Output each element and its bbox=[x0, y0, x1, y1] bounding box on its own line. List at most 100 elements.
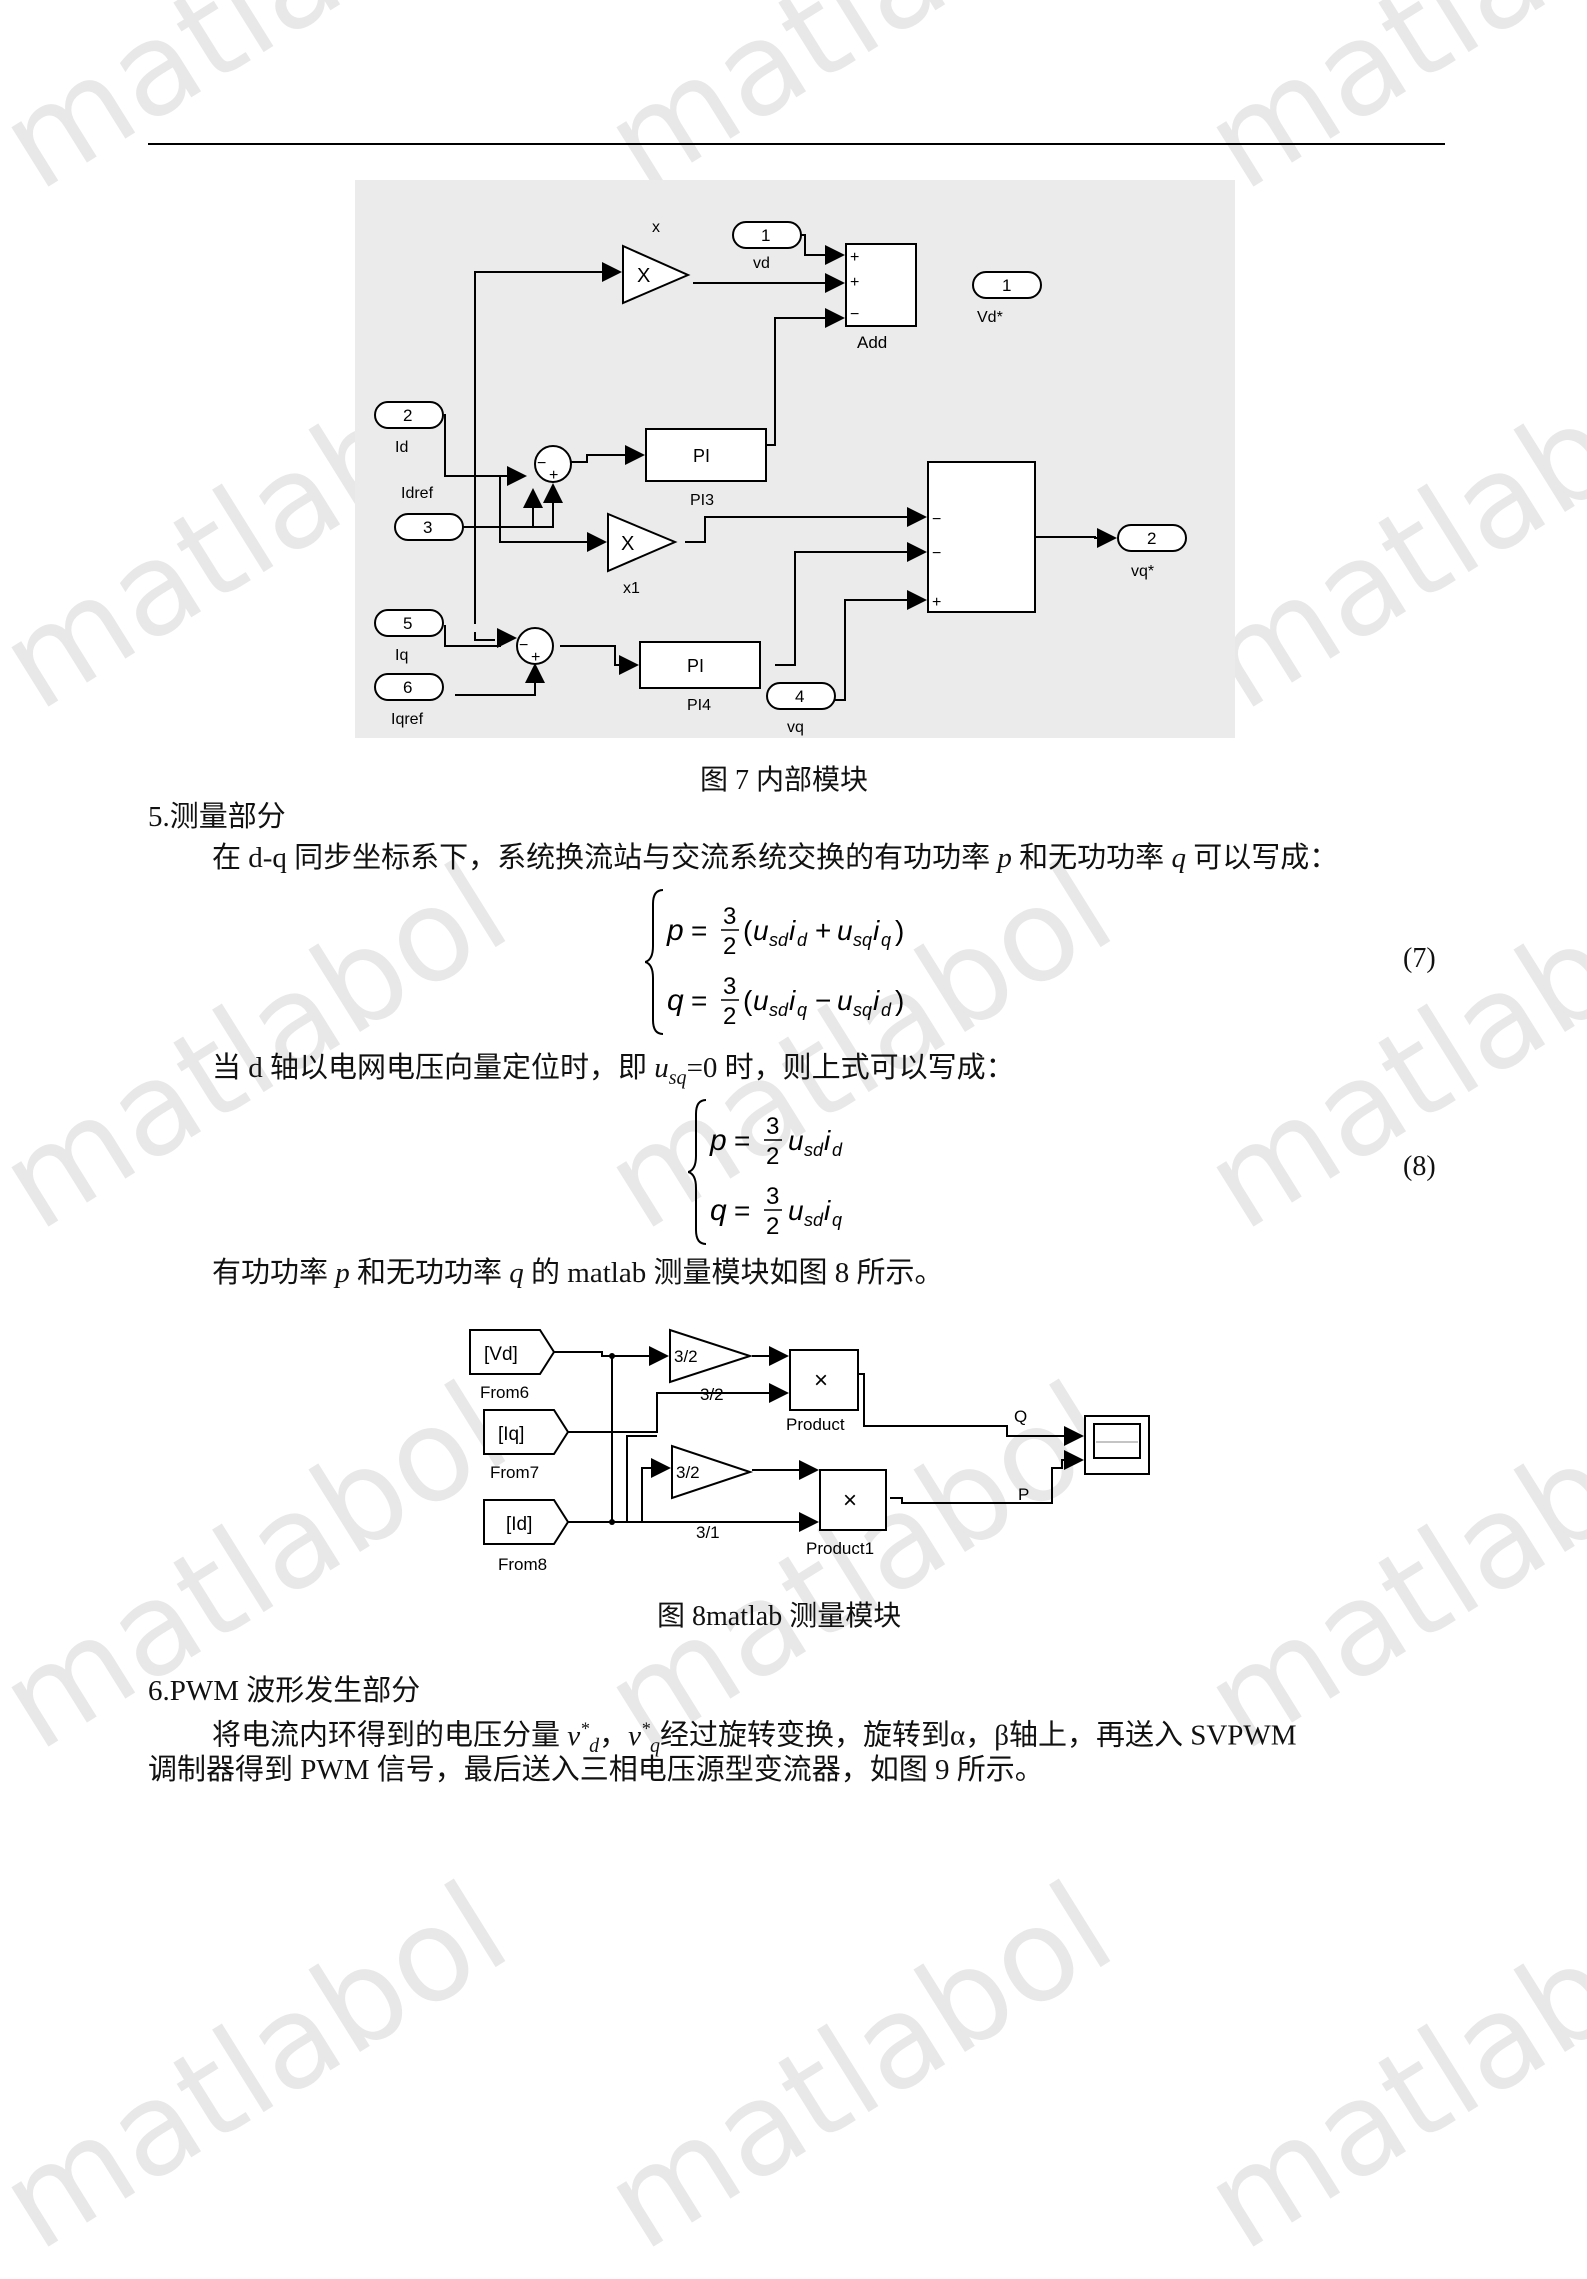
figure8-diagram: [Vd] From6 [Iq] From7 [Id] From8 3/2 3/2… bbox=[469, 1328, 1150, 1574]
para-text: 在 d-q 同步坐标系下，系统换流站与交流系统交换的有功功率 bbox=[212, 842, 998, 874]
svg-text:sd: sd bbox=[769, 930, 789, 950]
inport-4-number: 4 bbox=[795, 687, 804, 706]
inport-2-label: Id bbox=[395, 439, 408, 456]
para-text: 和无功功率 bbox=[349, 1257, 510, 1289]
section5-heading: 5.测量部分 bbox=[148, 801, 286, 833]
watermark: matlabol bbox=[1181, 0, 1587, 219]
para-text: 当 d 轴以电网电压向量定位时，即 bbox=[212, 1052, 655, 1084]
gain-x-symbol: X bbox=[637, 265, 650, 287]
pi3-label: PI3 bbox=[690, 492, 714, 509]
pi4-label: PI4 bbox=[687, 697, 711, 714]
gain1-label: 3/2 bbox=[700, 1385, 724, 1404]
svg-text:3: 3 bbox=[723, 903, 736, 930]
symbol-p: p bbox=[335, 1257, 350, 1289]
svg-text:i: i bbox=[789, 985, 796, 1016]
svg-text:i: i bbox=[789, 915, 796, 946]
section5-para2: 当 d 轴以电网电压向量定位时，即 usq=0 时，则上式可以写成： bbox=[212, 1050, 1015, 1096]
watermark: matlabol bbox=[0, 834, 532, 1259]
gain-x1-label: x1 bbox=[623, 580, 640, 597]
add-port-minus: − bbox=[850, 306, 859, 323]
add2-port-minus: − bbox=[932, 545, 941, 562]
svg-text:+: + bbox=[815, 915, 831, 946]
symbol-vq-star: v*q bbox=[628, 1718, 661, 1757]
para-text: ， bbox=[599, 1719, 629, 1752]
svg-text:d: d bbox=[832, 1140, 843, 1160]
watermark: matlabol bbox=[1181, 314, 1587, 739]
svg-text:u: u bbox=[753, 915, 769, 946]
para-text: 和无功功率 bbox=[1011, 842, 1172, 874]
para-text: =0 时，则上式可以写成： bbox=[686, 1052, 1015, 1084]
svg-text:i: i bbox=[873, 915, 880, 946]
from7-label: From7 bbox=[490, 1463, 539, 1482]
figure7-diagram: X x + + − Add 1 vd 1 Vd* 2 Id − + PI PI3… bbox=[355, 180, 1235, 738]
watermark: matlabol bbox=[1181, 834, 1587, 1259]
figure8-caption: 图 8matlab 测量模块 bbox=[657, 1601, 902, 1632]
equation-8-number: (8) bbox=[1403, 1151, 1436, 1182]
from8-tag: [Id] bbox=[506, 1514, 532, 1535]
svg-text:p: p bbox=[709, 1124, 727, 1157]
inport-6-label: Iqref bbox=[391, 711, 424, 728]
product1-symbol: × bbox=[843, 1487, 857, 1514]
svg-text:): ) bbox=[895, 985, 904, 1016]
add2-port-minus: − bbox=[932, 511, 941, 528]
gain2-text: 3/2 bbox=[676, 1463, 700, 1482]
inport-1-label: vd bbox=[753, 255, 770, 272]
add-port-plus: + bbox=[850, 274, 859, 291]
svg-text:i: i bbox=[824, 1195, 831, 1226]
outport-2-number: 2 bbox=[1147, 529, 1156, 548]
from6-label: From6 bbox=[480, 1383, 529, 1402]
para-text: 可以写成： bbox=[1185, 842, 1339, 874]
svg-text:sq: sq bbox=[853, 930, 872, 950]
para-text: 的 matlab 测量模块如图 8 所示。 bbox=[523, 1257, 944, 1289]
svg-text:3: 3 bbox=[766, 1183, 779, 1210]
svg-text:=: = bbox=[691, 915, 707, 946]
svg-text:d: d bbox=[797, 930, 808, 950]
svg-text:sd: sd bbox=[769, 1000, 789, 1020]
from6-tag: [Vd] bbox=[484, 1344, 518, 1365]
svg-text:u: u bbox=[837, 915, 853, 946]
watermark: matlabol bbox=[581, 1854, 1137, 2279]
svg-text:p: p bbox=[666, 914, 684, 947]
from8-label: From8 bbox=[498, 1555, 547, 1574]
svg-text:2: 2 bbox=[723, 933, 736, 960]
symbol-q: q bbox=[1171, 842, 1186, 874]
svg-text:sd: sd bbox=[804, 1140, 824, 1160]
symbol-u: u bbox=[654, 1052, 669, 1084]
sum2-minus: − bbox=[519, 637, 528, 654]
signal-q-label: Q bbox=[1014, 1407, 1027, 1426]
figure7-caption: 图 7 内部模块 bbox=[700, 765, 869, 796]
pi4-block-text: PI bbox=[687, 656, 704, 676]
equation-7-number: (7) bbox=[1403, 943, 1436, 974]
svg-text:=: = bbox=[734, 1125, 750, 1156]
svg-text:q: q bbox=[710, 1194, 727, 1227]
svg-text:u: u bbox=[788, 1125, 804, 1156]
para-text: 经过旋转变换，旋转到α，β轴上，再送入 SVPWM bbox=[660, 1719, 1297, 1752]
symbol-vd-star: v*d bbox=[567, 1718, 600, 1757]
pi3-block-text: PI bbox=[693, 446, 710, 466]
section6-para2: 调制器得到 PWM 信号，最后送入三相电压源型变流器，如图 9 所示。 bbox=[148, 1754, 1044, 1786]
gain-x-label: x bbox=[652, 219, 660, 236]
gain2-label: 3/1 bbox=[696, 1523, 720, 1542]
inport-1-number: 1 bbox=[761, 226, 770, 245]
inport-5-number: 5 bbox=[403, 614, 412, 633]
product-symbol: × bbox=[814, 1367, 828, 1394]
add-port-plus: + bbox=[850, 249, 859, 266]
svg-text:q: q bbox=[667, 984, 684, 1017]
gain1-text: 3/2 bbox=[674, 1347, 698, 1366]
section5-para3: 有功功率 p 和无功功率 q 的 matlab 测量模块如图 8 所示。 bbox=[212, 1255, 943, 1291]
inport-5-label: Iq bbox=[395, 647, 408, 664]
equation-7: p = 3 2 ( u sd i d + u sq i q ) q = 3 2 … bbox=[645, 889, 904, 1035]
outport-1-label: Vd* bbox=[977, 309, 1003, 326]
svg-text:u: u bbox=[788, 1195, 804, 1226]
svg-text:q: q bbox=[881, 930, 891, 950]
svg-text:(: ( bbox=[743, 915, 753, 946]
svg-text:2: 2 bbox=[766, 1143, 779, 1170]
inport-6-number: 6 bbox=[403, 678, 412, 697]
add-label: Add bbox=[857, 333, 887, 352]
signal-p-label: P bbox=[1018, 1485, 1029, 1504]
symbol-p: p bbox=[997, 842, 1012, 874]
svg-text:2: 2 bbox=[723, 1003, 736, 1030]
watermark: matlabol bbox=[0, 1854, 532, 2279]
add2-port-plus: + bbox=[932, 594, 941, 611]
inport-3-number: 3 bbox=[423, 518, 432, 537]
